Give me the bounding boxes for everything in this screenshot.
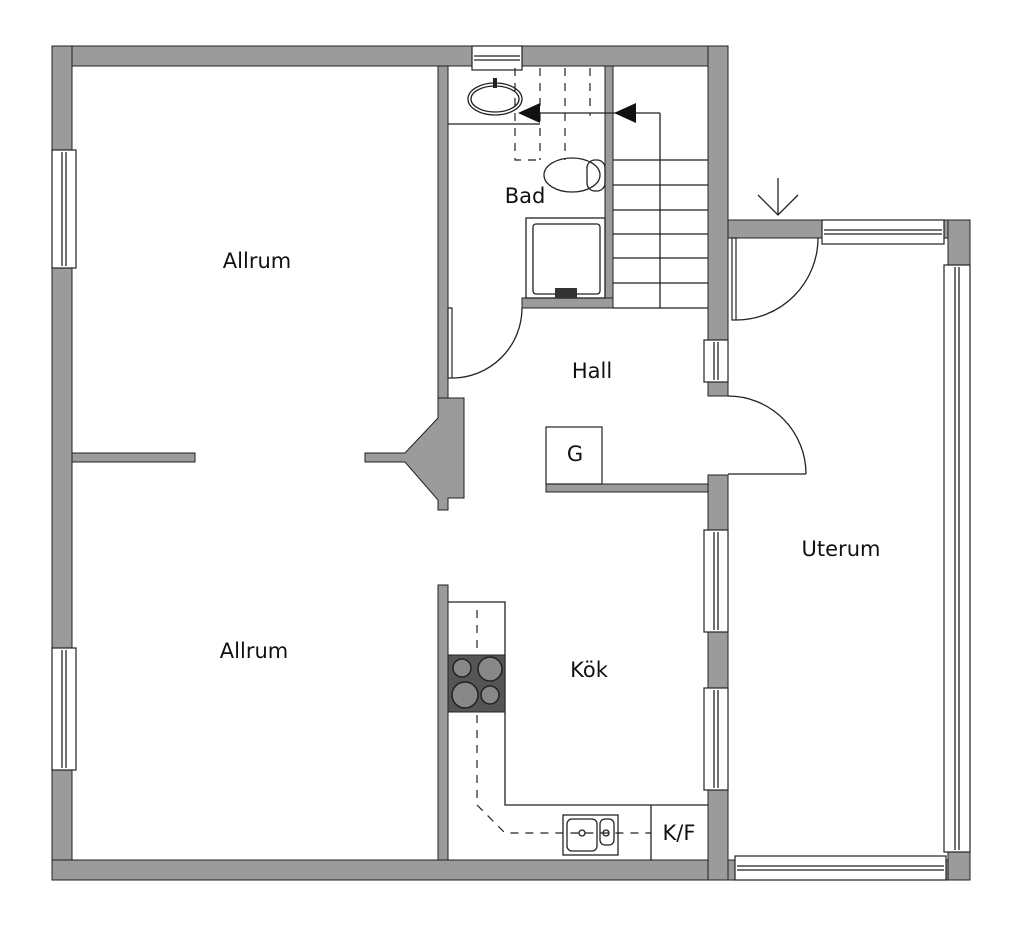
room-label-allrum-top: Allrum	[222, 249, 292, 273]
bathroom-fixtures	[448, 68, 708, 309]
stairs	[613, 159, 708, 309]
kitchen-fixtures	[447, 426, 708, 860]
room-label-hall: Hall	[571, 359, 613, 383]
room-label-kok: Kök	[570, 658, 608, 682]
room-label-allrum-bottom: Allrum	[219, 639, 289, 663]
room-label-bad: Bad	[504, 184, 546, 208]
interior-walls	[71, 65, 709, 861]
g-box	[545, 426, 603, 485]
sink	[562, 814, 619, 856]
label-g: G	[566, 442, 584, 466]
fireplace	[364, 397, 465, 511]
doors	[447, 178, 819, 475]
windows	[51, 45, 971, 881]
label-kf: K/F	[662, 821, 696, 845]
room-label-uterum: Uterum	[801, 537, 881, 561]
outer-walls	[51, 45, 971, 881]
